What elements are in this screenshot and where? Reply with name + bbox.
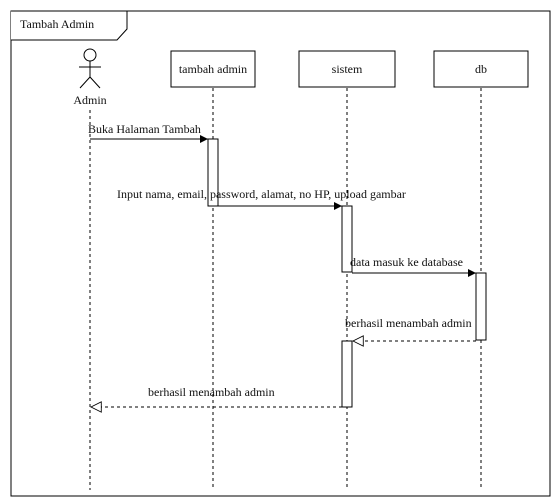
participant-label: sistem: [332, 62, 363, 76]
activation-sistem-1: [341, 205, 353, 273]
message-label: data masuk ke database: [350, 255, 463, 269]
message-label: Input nama, email, password, alamat, no …: [117, 187, 406, 201]
participant-label: tambah admin: [179, 62, 247, 76]
participant-db: db: [433, 50, 529, 88]
lifelines: [89, 88, 482, 490]
message-label: berhasil menambah admin: [345, 316, 472, 330]
actor-head: [83, 48, 97, 62]
frame-title-tab: [11, 10, 128, 41]
actor-leg-left: [79, 76, 91, 89]
participant-box: [433, 50, 529, 88]
activation-db: [475, 272, 487, 341]
frame-border: [10, 10, 551, 497]
participant-label: db: [475, 62, 487, 76]
participant-box: [298, 50, 396, 88]
message-3: data masuk ke database: [350, 255, 476, 277]
participant-tambah-admin: tambah admin: [170, 50, 256, 88]
activation-sistem-2: [341, 340, 353, 408]
message-1: Buka Halaman Tambah: [88, 122, 208, 143]
activation-tambah-admin: [207, 138, 219, 207]
message-label: berhasil menambah admin: [148, 385, 275, 399]
frame-title: Tambah Admin: [20, 17, 94, 31]
actor-admin: [79, 48, 101, 89]
actor-leg-right: [89, 76, 101, 89]
message-2: Input nama, email, password, alamat, no …: [117, 187, 406, 210]
message-4: berhasil menambah admin: [345, 316, 476, 341]
frame: Tambah Admin: [10, 10, 551, 497]
actor-label: Admin: [73, 93, 106, 107]
participant-box: [170, 50, 256, 88]
message-label: Buka Halaman Tambah: [88, 122, 201, 136]
participant-sistem: sistem: [298, 50, 396, 88]
message-5: berhasil menambah admin: [91, 385, 342, 407]
